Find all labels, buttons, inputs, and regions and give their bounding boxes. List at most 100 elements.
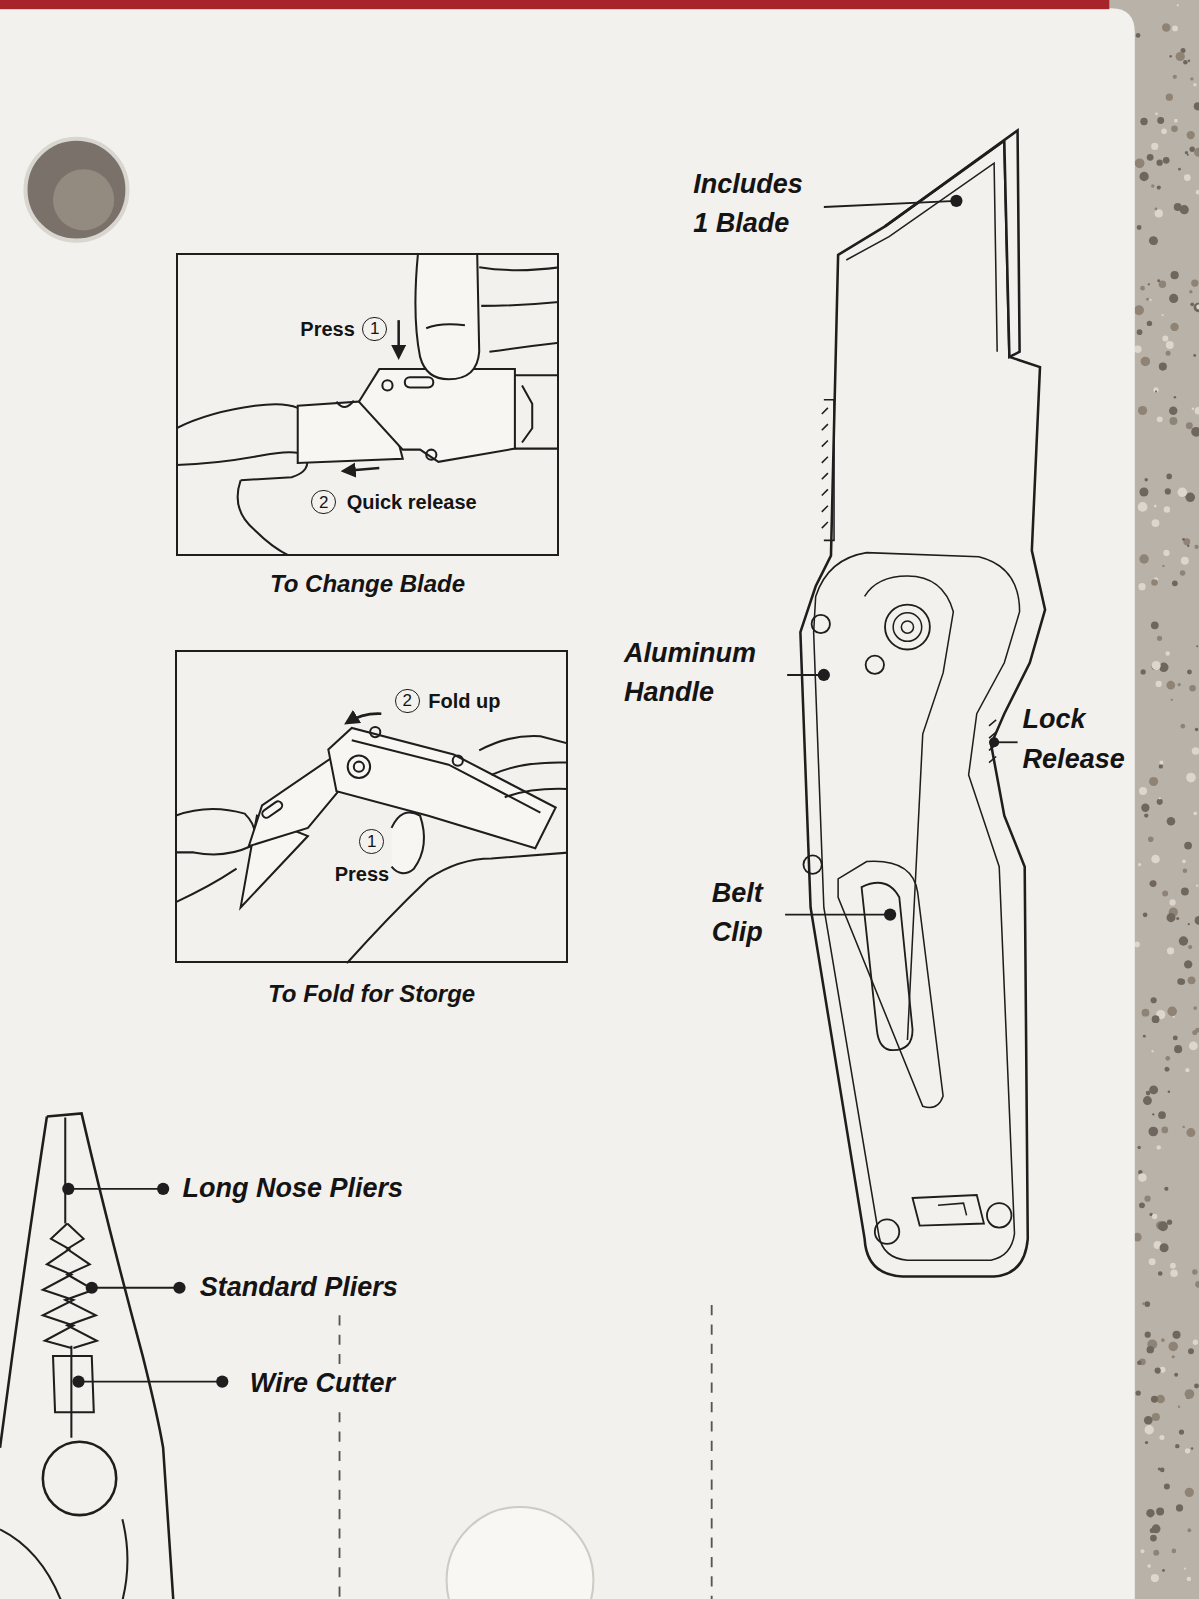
granite-speck [1194,545,1198,549]
change-blade-art [176,253,558,556]
granite-speck [1179,1429,1184,1434]
thumb [176,452,307,480]
granite-speck [1187,131,1195,139]
granite-speck [1165,1067,1170,1072]
granite-speck [1161,1338,1165,1342]
step-number-text: 2 [403,692,412,709]
serration [822,408,828,528]
granite-speck [1155,209,1163,217]
granite-speck [1151,1574,1159,1582]
granite-speck [1150,1535,1157,1542]
finger [176,404,297,428]
granite-speck [1161,128,1167,134]
screw [812,615,830,633]
step-number: 1 [359,829,383,853]
leader-dots [62,195,999,1388]
blade-notch [336,401,353,407]
granite-speck [1185,1389,1195,1399]
callout-label: Long Nose Pliers [179,1169,406,1208]
granite-speck [1174,396,1177,399]
granite-speck [1174,1045,1182,1053]
step-instruction: Press [300,318,355,341]
granite-speck [1194,1384,1199,1389]
granite-speck [1160,1468,1165,1473]
granite-speck [1152,1413,1160,1421]
granite-speck [1153,1550,1159,1556]
granite-speck [1140,118,1147,125]
panel-caption: To Fold for Storge [137,980,606,1008]
granite-speck [1196,645,1198,647]
granite-speck [1195,728,1199,732]
granite-speck [1157,117,1164,124]
granite-speck [1192,408,1194,410]
granite-speck [1187,670,1192,675]
granite-speck [1167,1220,1172,1225]
screw [370,727,380,737]
granite-speck [1165,488,1171,494]
jaw-right [47,1113,173,1599]
granite-speck [1163,157,1170,164]
finger [175,809,254,854]
granite-speck [1156,1507,1164,1515]
granite-speck [1173,1016,1175,1018]
granite-speck [1147,321,1152,326]
granite-speck [1162,1569,1165,1572]
hang-hole-shade [53,169,114,230]
granite-speck [1180,724,1185,729]
granite-speck [1139,172,1148,181]
granite-speck [1155,1367,1161,1373]
granite-speck [1144,813,1148,817]
granite-speck [1139,1202,1145,1208]
screw [866,656,884,674]
granite-speck [1159,1435,1164,1440]
callout-label: Includes 1 Blade [693,165,815,243]
granite-speck [1194,102,1199,110]
press-arrow [397,320,400,357]
granite-speck [1186,1128,1195,1137]
granite-speck [1141,804,1149,812]
screw [382,380,392,390]
granite-speck [1156,160,1162,166]
step-number-text: 1 [367,833,376,850]
granite-speck [1149,1085,1158,1094]
step-number: 2 [395,689,419,713]
screw [453,756,463,766]
granite-speck [1169,407,1177,415]
latch-detail [938,1203,967,1215]
granite-speck [1147,1564,1151,1568]
granite-speck [1185,493,1195,503]
fingers [479,267,559,352]
granite-speck [1177,978,1183,984]
granite-speck [1151,579,1158,586]
granite-speck [1148,1127,1158,1137]
granite-speck [1166,474,1172,480]
granite-speck [1195,916,1199,925]
cutter [53,1356,94,1412]
leader-line [785,914,890,916]
granite-speck [1157,279,1160,282]
pivot [885,605,930,650]
granite-speck [1176,1504,1183,1511]
granite-speck [1184,960,1192,968]
granite-speck [1138,1173,1147,1182]
leader-dot [216,1375,228,1387]
granite-speck [1144,478,1148,482]
granite-speck [1150,1515,1152,1517]
leader-dot [950,195,962,207]
granite-speck [1175,1444,1179,1448]
granite-speck [1192,1269,1197,1274]
granite-speck [1166,341,1174,349]
hand [175,869,236,903]
granite-speck [1178,1406,1180,1408]
granite-speck [1174,1373,1178,1377]
perforation-line [711,1305,713,1599]
granite-speck [1157,1145,1161,1149]
granite-speck [1136,1390,1141,1395]
hang-hole [25,139,127,241]
granite-speck [1170,1263,1176,1269]
leader-dot [173,1282,185,1294]
granite-speck [1196,190,1199,195]
granite-speck [1152,1015,1160,1023]
